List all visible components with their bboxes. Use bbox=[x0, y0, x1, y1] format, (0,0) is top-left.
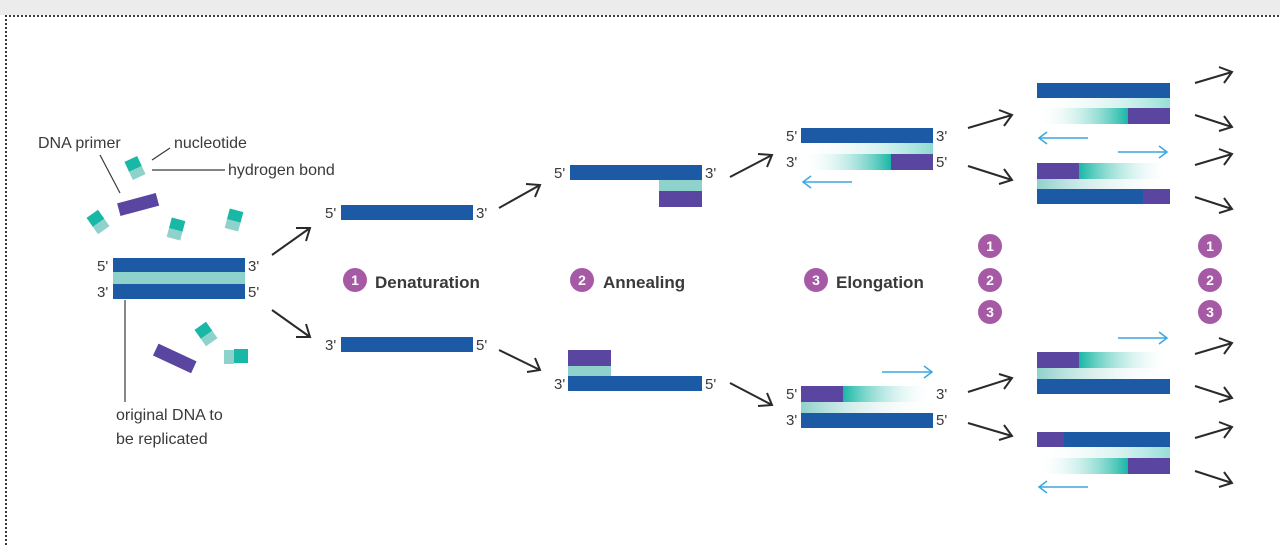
direction-arrow-icon bbox=[1118, 331, 1169, 345]
nucleotide-icon bbox=[124, 155, 146, 181]
direction-arrow-icon bbox=[1118, 145, 1169, 159]
nucleotide-icon bbox=[166, 217, 186, 241]
arrow-icon bbox=[729, 153, 774, 178]
end-label-5: 5' bbox=[786, 386, 797, 403]
original-dna-label-line2: be replicated bbox=[116, 431, 208, 448]
end-label-3: 3' bbox=[786, 412, 797, 429]
end-label-5: 5' bbox=[705, 376, 716, 393]
end-label-5: 5' bbox=[936, 154, 947, 171]
end-label-3: 3' bbox=[325, 337, 336, 354]
arrow-icon bbox=[1194, 337, 1234, 355]
step-badge bbox=[343, 268, 367, 292]
primer-icon bbox=[153, 343, 197, 374]
arrow-icon bbox=[967, 165, 1014, 185]
elongating-strand-top bbox=[801, 128, 933, 170]
nucleotide-icon bbox=[224, 208, 244, 232]
arrow-icon bbox=[967, 422, 1014, 441]
annealed-strand-bottom bbox=[568, 350, 702, 391]
original-dna bbox=[113, 258, 245, 299]
cycle-number: 3 bbox=[1206, 304, 1214, 320]
nucleotide-leader bbox=[151, 147, 171, 161]
end-label-3: 3' bbox=[705, 165, 716, 182]
cycle-badge bbox=[1198, 300, 1222, 324]
end-label-5: 5' bbox=[786, 128, 797, 145]
arrow-icon bbox=[1194, 196, 1234, 214]
step-badge bbox=[804, 268, 828, 292]
cycle-badge bbox=[978, 268, 1002, 292]
step-number: 2 bbox=[578, 272, 586, 288]
hydrogen-bond-label: hydrogen bond bbox=[228, 162, 335, 179]
nucleotide-icon bbox=[86, 209, 110, 235]
arrow-icon bbox=[729, 382, 774, 407]
top-band bbox=[0, 0, 1280, 15]
pcr-diagram-canvas: DNA primer nucleotide hydrogen bond bbox=[38, 66, 1234, 494]
end-label-5: 5' bbox=[248, 284, 259, 301]
arrow-icon bbox=[498, 183, 542, 209]
end-label-3: 3' bbox=[97, 284, 108, 301]
end-label-3: 3' bbox=[936, 386, 947, 403]
nucleotide-label: nucleotide bbox=[174, 135, 247, 152]
end-label-3: 3' bbox=[248, 258, 259, 275]
dna-copy bbox=[1037, 352, 1170, 394]
cycle-badge bbox=[1198, 268, 1222, 292]
end-label-3: 3' bbox=[476, 205, 487, 222]
end-label-5: 5' bbox=[325, 205, 336, 222]
direction-arrow-icon bbox=[1037, 131, 1088, 145]
arrow-icon bbox=[1194, 148, 1234, 166]
dna-copy bbox=[1037, 432, 1170, 474]
end-label-5: 5' bbox=[936, 412, 947, 429]
elongating-strand-bottom bbox=[801, 386, 933, 428]
direction-arrow-icon bbox=[882, 365, 934, 379]
cycle-badge bbox=[1198, 234, 1222, 258]
arrow-icon bbox=[1194, 66, 1234, 84]
end-label-3: 3' bbox=[786, 154, 797, 171]
arrow-icon bbox=[1194, 114, 1234, 132]
cycle-badge bbox=[978, 300, 1002, 324]
arrow-icon bbox=[1194, 470, 1234, 488]
primer-icon bbox=[117, 193, 160, 216]
step-number: 3 bbox=[812, 272, 820, 288]
arrow-icon bbox=[271, 227, 312, 256]
original-dna-label-line1: original DNA to bbox=[116, 407, 223, 424]
arrow-icon bbox=[967, 109, 1014, 129]
direction-arrow-icon bbox=[801, 175, 852, 189]
step-label-denaturation: Denaturation bbox=[375, 273, 480, 292]
end-label-5: 5' bbox=[476, 337, 487, 354]
dna-copy bbox=[1037, 163, 1170, 204]
dna-primer-leader bbox=[99, 154, 121, 194]
end-label-3: 3' bbox=[554, 376, 565, 393]
cycle-number: 1 bbox=[986, 238, 994, 254]
arrow-icon bbox=[498, 349, 542, 373]
cycle-number: 3 bbox=[986, 304, 994, 320]
step-label-annealing: Annealing bbox=[603, 273, 685, 292]
end-label-3: 3' bbox=[936, 128, 947, 145]
annealed-strand-top bbox=[570, 165, 702, 207]
end-label-5: 5' bbox=[97, 258, 108, 275]
arrow-icon bbox=[271, 309, 312, 338]
nucleotide-icon bbox=[194, 321, 218, 347]
end-label-5: 5' bbox=[554, 165, 565, 182]
arrow-icon bbox=[1194, 421, 1234, 439]
nucleotide-icon bbox=[224, 349, 248, 364]
step-label-elongation: Elongation bbox=[836, 273, 924, 292]
cycle-badge bbox=[978, 234, 1002, 258]
dotted-frame bbox=[5, 15, 1280, 545]
cycle-number: 2 bbox=[1206, 272, 1214, 288]
dna-copy bbox=[1037, 83, 1170, 124]
single-strand-bottom bbox=[341, 337, 473, 352]
arrow-icon bbox=[967, 373, 1014, 393]
cycle-badges-column-2: 1 2 3 bbox=[1198, 234, 1222, 324]
single-strand-top bbox=[341, 205, 473, 220]
step-number: 1 bbox=[351, 272, 359, 288]
step-badge bbox=[570, 268, 594, 292]
direction-arrow-icon bbox=[1037, 480, 1088, 494]
arrow-icon bbox=[1194, 385, 1234, 403]
cycle-number: 2 bbox=[986, 272, 994, 288]
cycle-badges-column-1: 1 2 3 bbox=[978, 234, 1002, 324]
cycle-number: 1 bbox=[1206, 238, 1214, 254]
dna-primer-label: DNA primer bbox=[38, 135, 121, 152]
